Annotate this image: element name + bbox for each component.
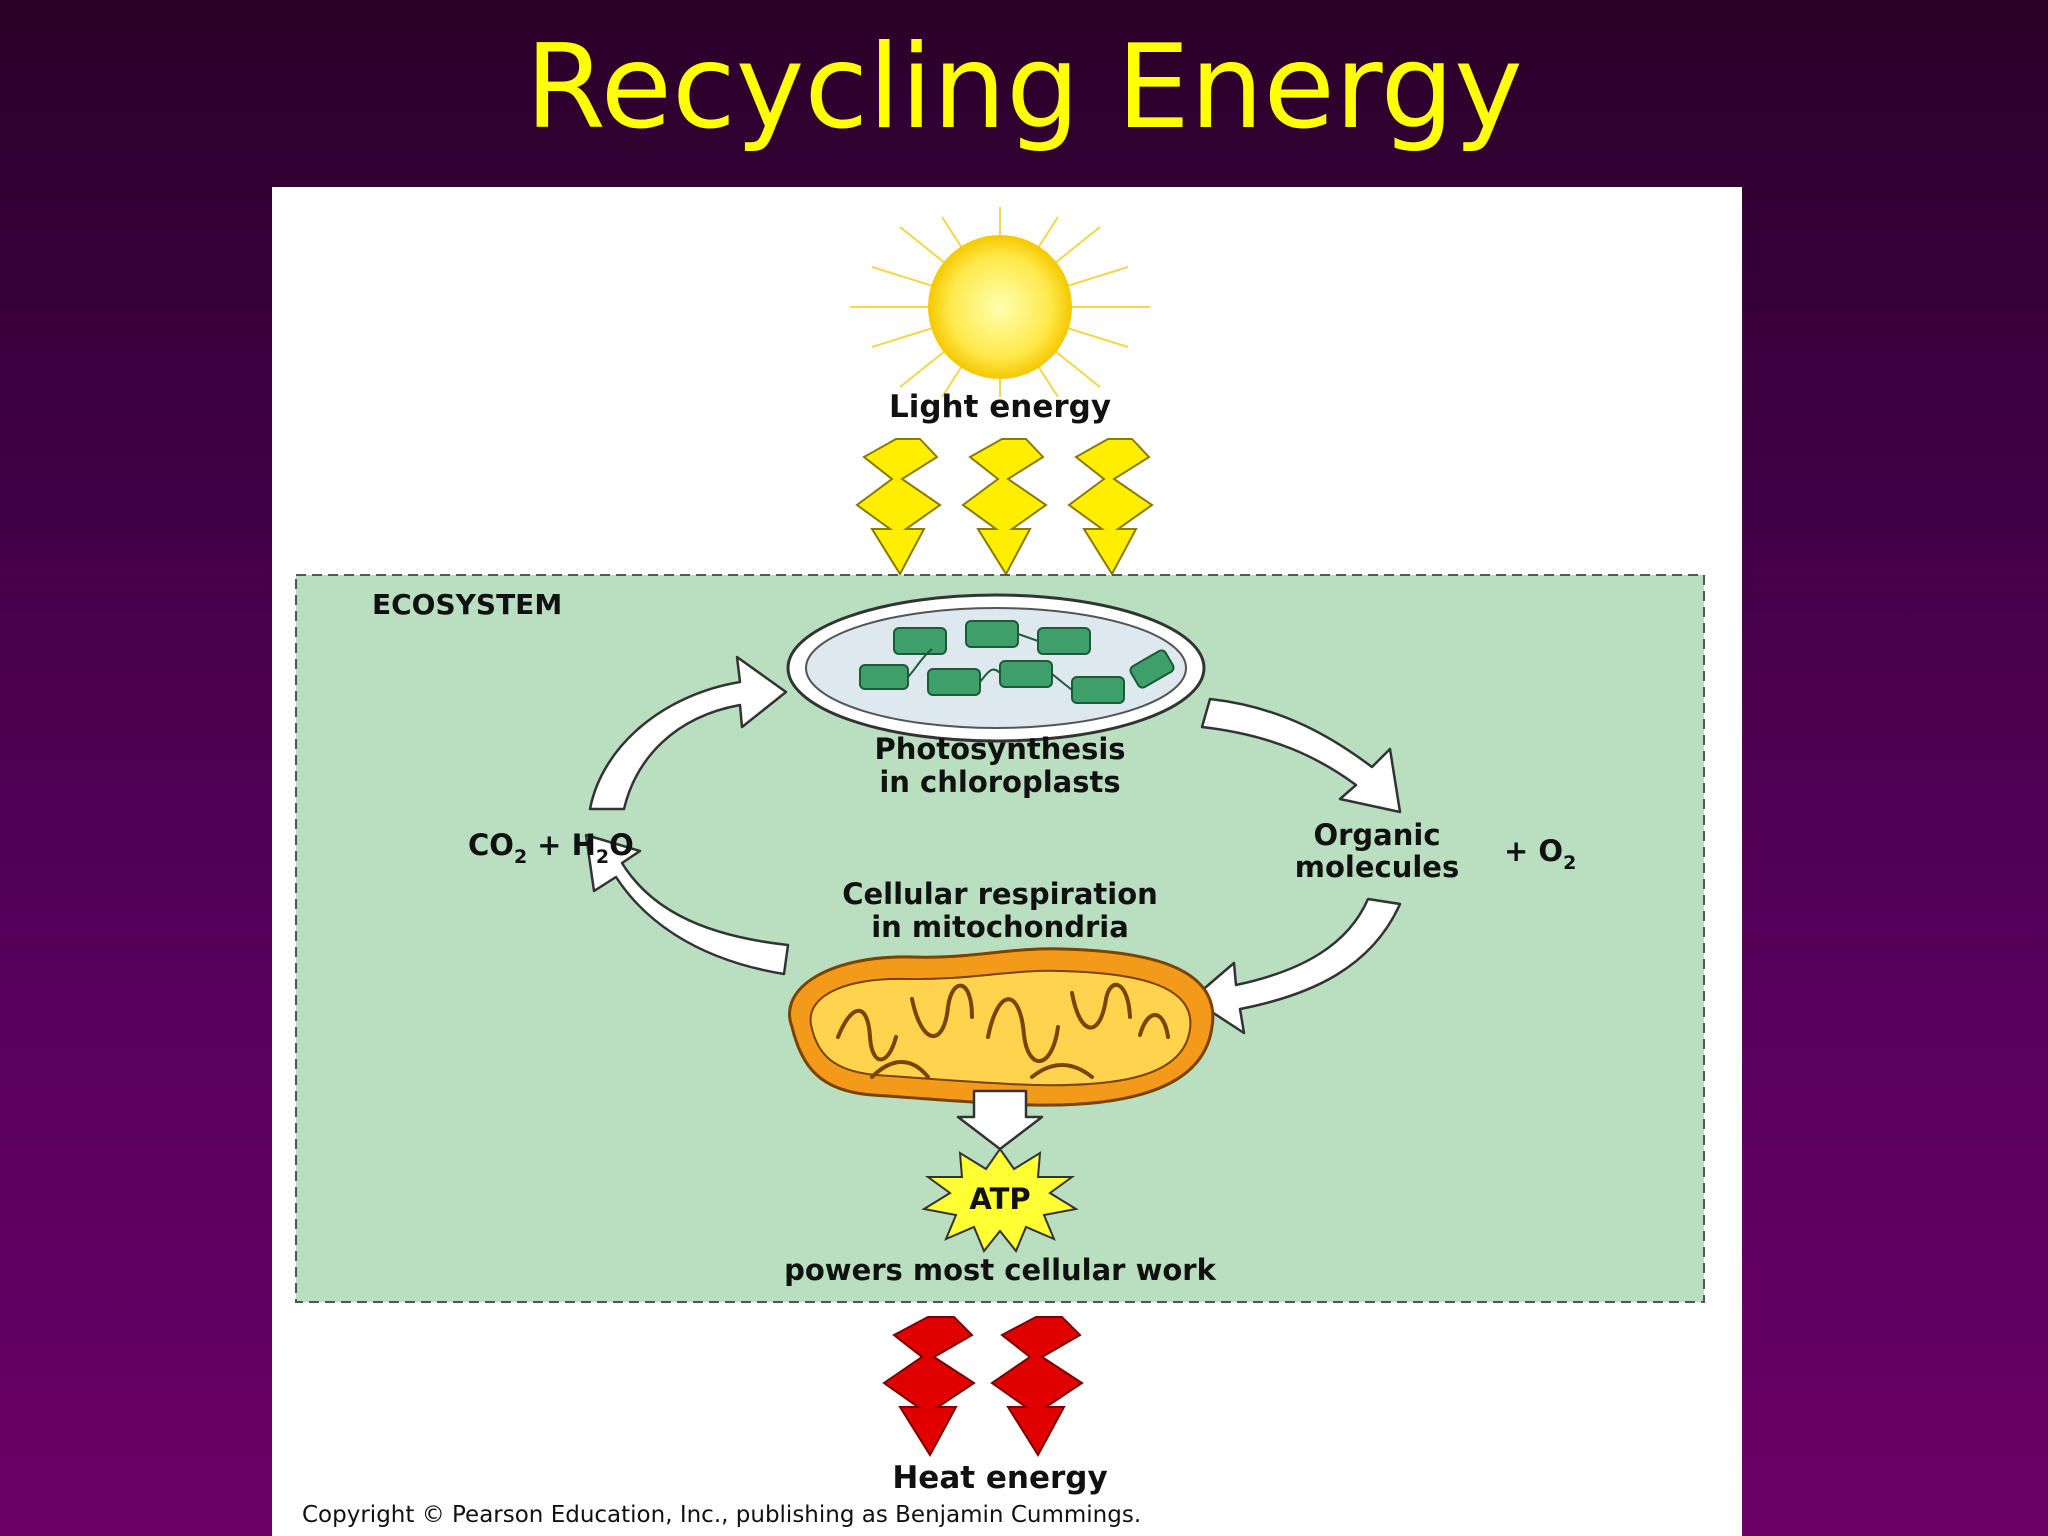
ecosystem-label: ECOSYSTEM [372, 588, 562, 621]
chloroplast-icon [786, 593, 1206, 743]
heat-bolt-icon [882, 1316, 1084, 1457]
atp-caption: powers most cellular work [784, 1253, 1216, 1287]
o-text: O [609, 828, 634, 862]
mitochondria-label: in mitochondria [871, 910, 1129, 944]
svg-text:CO2+ H2O: CO2+ H2O [468, 828, 634, 868]
molecules-label: molecules [1295, 850, 1459, 884]
sun-icon [850, 207, 1150, 398]
slide-title: Recycling Energy [525, 20, 1523, 155]
o2-text: + O [1504, 834, 1563, 868]
arrow-to-organic [1200, 697, 1402, 814]
o2-subscript: 2 [1563, 852, 1576, 874]
atp-burst-icon [921, 1147, 1079, 1253]
o2-label: + O2 [1504, 834, 1576, 874]
h2-subscript: 2 [596, 846, 609, 868]
diagram-canvas: Light energy ECOSYSTEM [295, 207, 1705, 1528]
plus-h-text: + H [537, 828, 596, 862]
chloroplasts-label: in chloroplasts [879, 765, 1120, 799]
light-energy-label: Light energy [889, 389, 1111, 425]
light-bolt-icon [855, 438, 1154, 576]
arrow-to-photosynthesis [588, 655, 788, 811]
co2-subscript: 2 [514, 846, 527, 868]
inputs-label: CO2+ H2O [468, 828, 634, 868]
heat-energy-label: Heat energy [892, 1460, 1107, 1496]
cellular-respiration-label: Cellular respiration [842, 877, 1158, 911]
atp-label: ATP [969, 1182, 1030, 1216]
co2-text: CO [468, 828, 514, 862]
mitochondrion-icon [788, 947, 1215, 1107]
arrow-to-inputs [584, 833, 790, 976]
organic-label: Organic [1313, 818, 1440, 852]
copyright-text: Copyright © Pearson Education, Inc., pub… [302, 1502, 1141, 1528]
atp-output-arrow [956, 1089, 1044, 1151]
diagram-figure: Light energy ECOSYSTEM [272, 187, 1742, 1536]
photosynthesis-label: Photosynthesis [874, 732, 1125, 766]
